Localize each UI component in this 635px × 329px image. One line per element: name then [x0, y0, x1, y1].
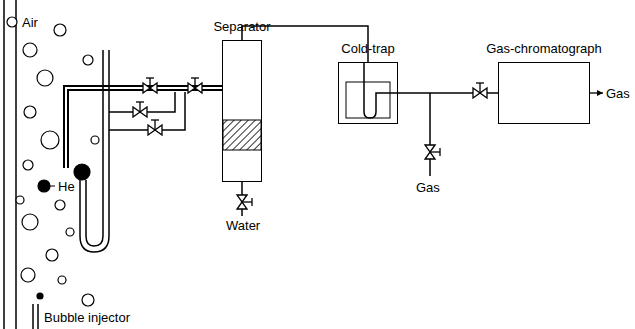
injector-nozzle	[37, 304, 39, 329]
bubble	[37, 293, 43, 299]
valve-symbol	[148, 120, 162, 135]
vent-pipe	[429, 93, 431, 176]
u-tube	[364, 62, 398, 118]
bubble	[21, 268, 35, 282]
coolant-bath	[346, 82, 390, 118]
separator-vessel: Separator	[222, 40, 262, 182]
node-heading: Gas-chromatograph	[486, 41, 602, 56]
branch-pipe	[109, 92, 185, 130]
part-label: Water	[226, 218, 260, 233]
part-label: He	[58, 179, 75, 194]
valve-symbol	[133, 102, 147, 117]
bubble	[74, 164, 90, 180]
leader-line	[50, 186, 55, 187]
bubble	[7, 17, 17, 27]
bubble	[58, 276, 66, 284]
part-label: Air	[22, 15, 38, 30]
bubble	[16, 196, 24, 204]
water-level	[223, 120, 261, 150]
bubble	[23, 160, 33, 170]
bubble	[82, 294, 94, 306]
manometer-tube	[86, 50, 103, 246]
valve-symbol	[237, 195, 252, 209]
node-heading: Cold-trap	[341, 41, 394, 56]
bubble	[38, 180, 50, 192]
cold-trap-box: Cold-trap	[338, 62, 398, 124]
sampling-pipe	[66, 88, 222, 168]
part-label: Bubble injector	[44, 310, 130, 325]
valve-symbol	[143, 78, 157, 93]
bubble	[24, 106, 36, 118]
valve-symbol	[473, 83, 487, 98]
bubble	[55, 200, 65, 210]
column-wall	[15, 0, 17, 329]
bubble	[22, 214, 38, 230]
bubble	[41, 131, 59, 149]
bubble	[37, 70, 53, 86]
part-label: Gas	[416, 180, 440, 195]
bubble	[66, 228, 74, 236]
sampling-pipe	[66, 88, 222, 168]
valve-symbol	[425, 145, 440, 159]
bubble	[83, 55, 93, 65]
valve-symbol	[188, 78, 202, 93]
valves	[133, 78, 487, 209]
branch-pipe	[109, 92, 175, 112]
injector-nozzle	[32, 304, 34, 329]
part-label: Gas	[606, 86, 630, 101]
manometer-tube	[80, 50, 109, 252]
column-wall	[3, 0, 5, 329]
bubble	[23, 43, 37, 57]
bubble	[91, 136, 99, 144]
bubbles	[7, 17, 99, 306]
outlet-arrowhead	[597, 90, 603, 96]
node-heading: Separator	[213, 19, 270, 34]
bubble	[54, 24, 66, 36]
bubble	[46, 249, 58, 261]
chromatograph-box: Gas-chromatograph	[498, 62, 590, 124]
